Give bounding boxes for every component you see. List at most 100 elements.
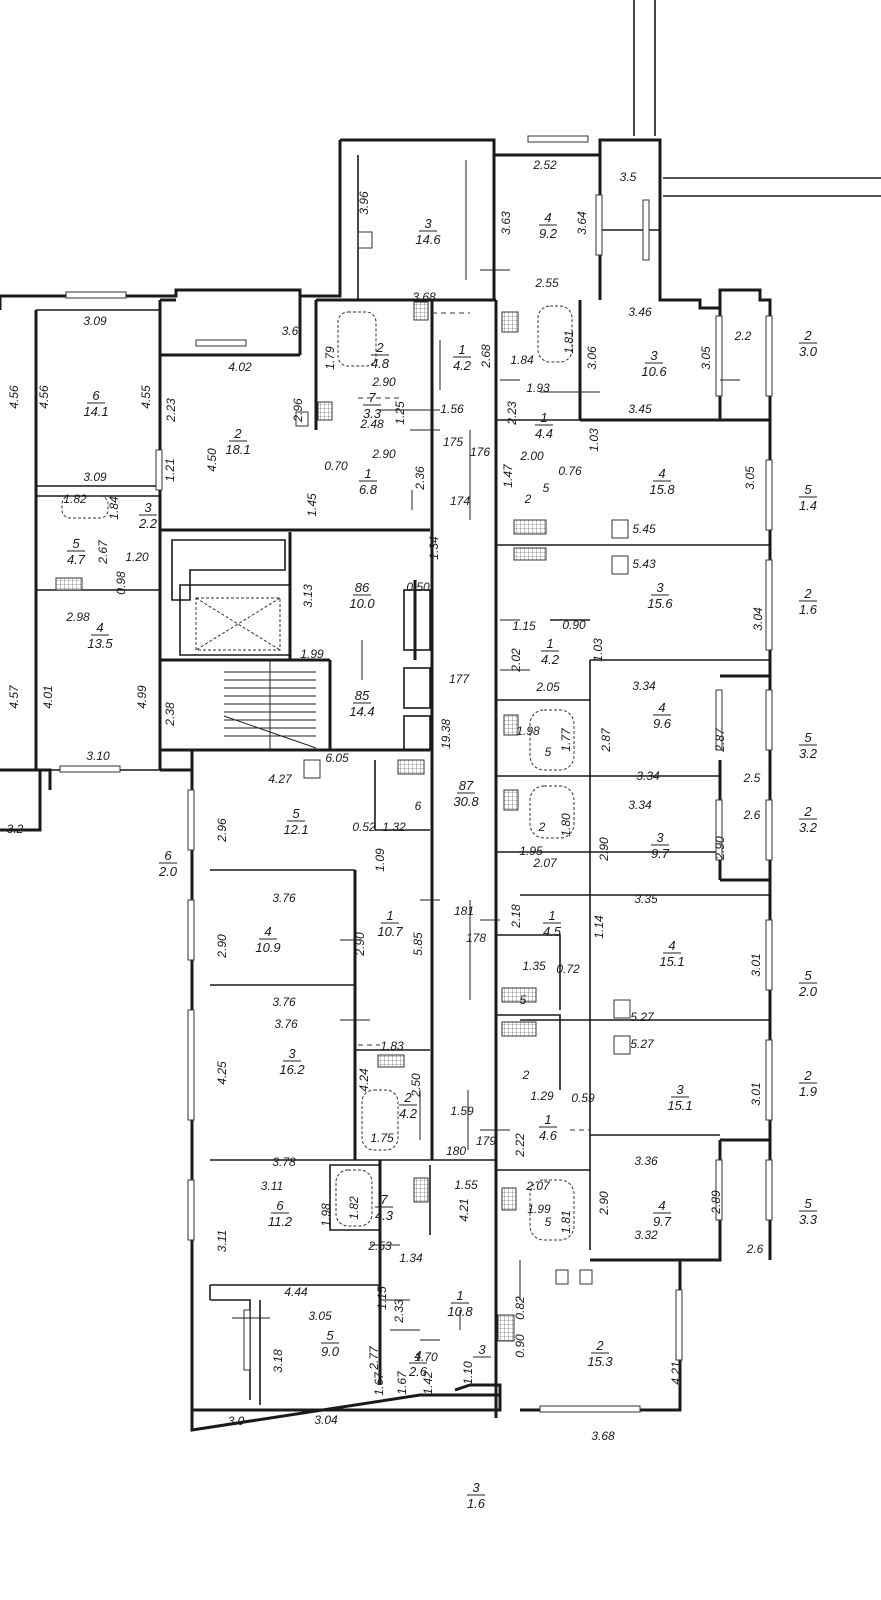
room-number: 4 — [414, 1348, 421, 1363]
dimension-label: 3.10 — [86, 749, 110, 763]
dimension-label: 3.36 — [634, 1154, 658, 1168]
dimension-label: 2.55 — [534, 276, 559, 290]
dimension-label: 3.6 — [282, 324, 299, 338]
room-number: 3 — [144, 500, 152, 515]
room-label: 315.6 — [647, 580, 673, 611]
dimension-label: 5.27 — [630, 1037, 655, 1051]
dimension-label: 5 — [543, 481, 550, 495]
room-area: 18.1 — [225, 442, 250, 457]
dimension-label: 3.68 — [412, 290, 436, 304]
room-area: 4.5 — [543, 924, 562, 939]
room-area: 2.2 — [138, 516, 158, 531]
dimension-label: 2.90 — [215, 934, 229, 959]
dimension-label: 2.22 — [513, 1133, 527, 1158]
dimension-label: 2.87 — [713, 727, 727, 753]
dimension-label: 3.11 — [261, 1179, 283, 1193]
room-area: 15.3 — [587, 1354, 613, 1369]
dimension-label: 1.15 — [375, 1286, 389, 1310]
room-area: 4.2 — [399, 1106, 418, 1121]
dimension-label: 0.59 — [571, 1091, 595, 1105]
room-number: 5 — [804, 968, 812, 983]
dimension-label: 2.77 — [367, 1345, 381, 1371]
room-area: 14.6 — [415, 232, 441, 247]
dimension-label: 177 — [449, 672, 470, 686]
room-label: 73.3 — [363, 390, 382, 421]
dimension-label: 2.07 — [525, 1179, 551, 1193]
dimension-label: 2.38 — [163, 702, 177, 727]
room-number: 3 — [478, 1342, 486, 1357]
room-number: 6 — [276, 1198, 284, 1213]
dimension-label: 4.50 — [205, 448, 219, 472]
room-area: 4.4 — [535, 426, 553, 441]
dimension-label: 175 — [443, 435, 463, 449]
dimension-label: 2.67 — [96, 539, 110, 565]
room-number: 6 — [92, 388, 100, 403]
dimension-label: 1.84 — [510, 353, 534, 367]
dimension-label: 1.14 — [592, 915, 606, 939]
dimension-label: 3.01 — [749, 953, 763, 976]
dimension-label: 1.82 — [63, 492, 87, 506]
room-label: 49.6 — [653, 700, 672, 731]
dimension-label: 4.57 — [7, 684, 21, 709]
dimension-lines — [232, 160, 740, 1341]
room-area: 15.1 — [667, 1098, 692, 1113]
room-number: 6 — [164, 848, 172, 863]
room-area: 10.9 — [255, 940, 280, 955]
dimension-label: 2.90 — [713, 836, 727, 861]
room-area: 2.0 — [798, 984, 818, 999]
dimension-label: 4.02 — [228, 360, 252, 374]
room-label: 52.0 — [798, 968, 818, 999]
dimension-label: 4.27 — [268, 772, 293, 786]
dimension-label: 1.34 — [399, 1251, 423, 1265]
dimension-label: 5 — [545, 745, 552, 759]
room-area: 9.0 — [321, 1344, 340, 1359]
dimension-label: 2.2 — [734, 329, 752, 343]
dimension-label: 2.90 — [371, 375, 396, 389]
room-area: 13.5 — [87, 636, 113, 651]
dimension-label: 2.90 — [597, 837, 611, 862]
room-area: 9.7 — [651, 846, 670, 861]
dimension-label: 1.20 — [125, 550, 149, 564]
dimension-label: 6.05 — [325, 751, 349, 765]
room-number: 3 — [650, 348, 658, 363]
room-number: 3 — [424, 216, 432, 231]
dimension-label: 4.44 — [284, 1285, 308, 1299]
dimension-label: 1.81 — [562, 330, 576, 353]
dimension-label: 3.05 — [743, 466, 757, 490]
room-area: 3.2 — [799, 746, 818, 761]
fixtures — [55, 231, 631, 1342]
room-area: 4.8 — [371, 356, 390, 371]
dimension-label: 2.33 — [392, 1299, 406, 1324]
dimension-label: 5.43 — [632, 557, 656, 571]
dimension-label: 3.18 — [271, 1349, 285, 1373]
dimension-label: 3.76 — [274, 1017, 298, 1031]
dimension-label: 1.82 — [347, 1196, 361, 1220]
dimension-label: 5.27 — [630, 1010, 655, 1024]
dimension-label: 0.72 — [556, 962, 580, 976]
room-number: 2 — [233, 426, 242, 441]
room-label: 74.3 — [375, 1192, 394, 1223]
room-label: 316.2 — [279, 1046, 305, 1077]
dimension-label: 1.98 — [319, 1203, 333, 1227]
dimension-label: 1.21 — [163, 458, 177, 481]
dimension-label: 1.77 — [559, 727, 573, 752]
dimension-label: 2.89 — [709, 1190, 723, 1215]
dimension-label: 1.25 — [393, 401, 407, 425]
dimension-label: 4.01 — [41, 685, 55, 708]
dimension-label: 1.35 — [522, 959, 546, 973]
room-number: 4 — [668, 938, 675, 953]
dimension-label: 2.98 — [65, 610, 90, 624]
room-label: 410.9 — [255, 924, 280, 955]
room-number: 2 — [595, 1338, 604, 1353]
room-label: 3 — [473, 1342, 491, 1358]
room-number: 5 — [804, 1196, 812, 1211]
room-label: 512.1 — [283, 806, 308, 837]
dimension-label: 3.09 — [83, 314, 107, 328]
dimension-label: 0.76 — [558, 464, 582, 478]
dimension-label: 1.03 — [591, 638, 605, 662]
room-area: 3.2 — [799, 820, 818, 835]
room-labels: 314.649.224.814.2310.623.0614.1218.173.3… — [67, 210, 818, 1511]
room-label: 53.3 — [799, 1196, 818, 1227]
